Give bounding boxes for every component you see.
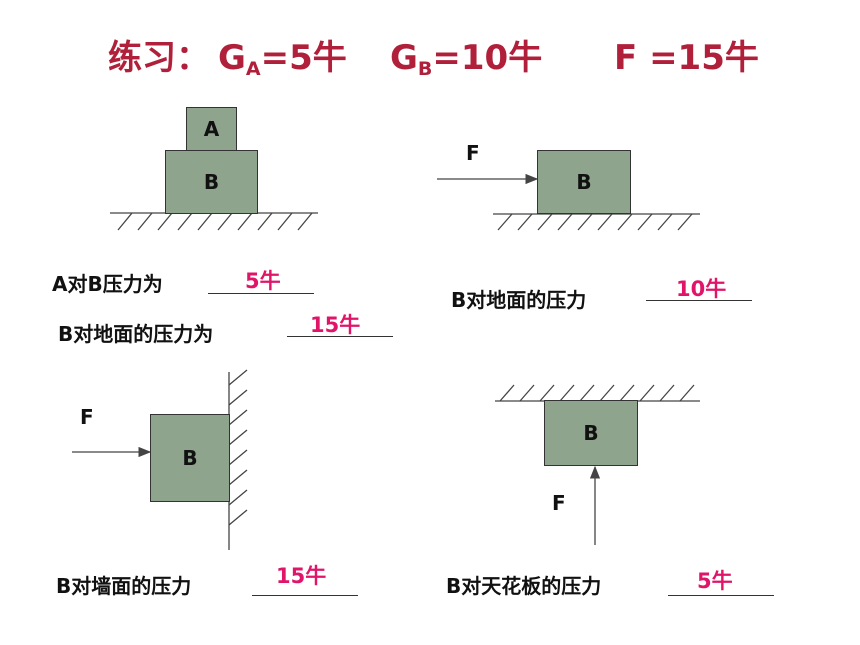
answer-blank-4: [668, 572, 774, 596]
ground-hatch-1: [110, 212, 318, 231]
force-label-4: F: [552, 491, 566, 515]
answer-2: 10牛: [676, 277, 727, 301]
block-a: A: [186, 107, 237, 151]
answer-blank-1b: [287, 313, 393, 337]
answer-1a: 5牛: [245, 269, 281, 293]
title-ga: GA=5牛: [218, 38, 347, 80]
block-b-2: B: [537, 150, 631, 214]
question-3: B对墙面的压力: [56, 574, 192, 598]
question-1a: A对B压力为: [52, 272, 163, 296]
answer-3: 15牛: [276, 564, 327, 588]
page-title: 练习： GA=5牛 GB=10牛 F =15牛: [0, 24, 860, 80]
question-1b: B对地面的压力为: [58, 322, 214, 346]
answer-blank-3: [252, 572, 358, 596]
wall-hatch-3: [228, 369, 248, 550]
ground-hatch-2: [493, 213, 700, 231]
answer-1b: 15牛: [310, 313, 361, 337]
title-prefix: 练习：: [108, 38, 210, 78]
answer-4: 5牛: [697, 569, 733, 593]
block-b-3: B: [150, 414, 230, 502]
force-label-2: F: [466, 141, 480, 165]
answer-blank-2: [646, 278, 752, 301]
title-gb: GB=10牛: [390, 38, 543, 80]
title-force: F =15牛: [614, 38, 759, 78]
force-label-3: F: [80, 405, 94, 429]
question-2: B对地面的压力: [451, 288, 587, 312]
question-4: B对天花板的压力: [446, 574, 602, 598]
block-b-4: B: [544, 400, 638, 466]
ceiling-hatch-4: [495, 384, 700, 402]
answer-blank-1a: [208, 270, 314, 294]
block-b-1: B: [165, 150, 258, 214]
